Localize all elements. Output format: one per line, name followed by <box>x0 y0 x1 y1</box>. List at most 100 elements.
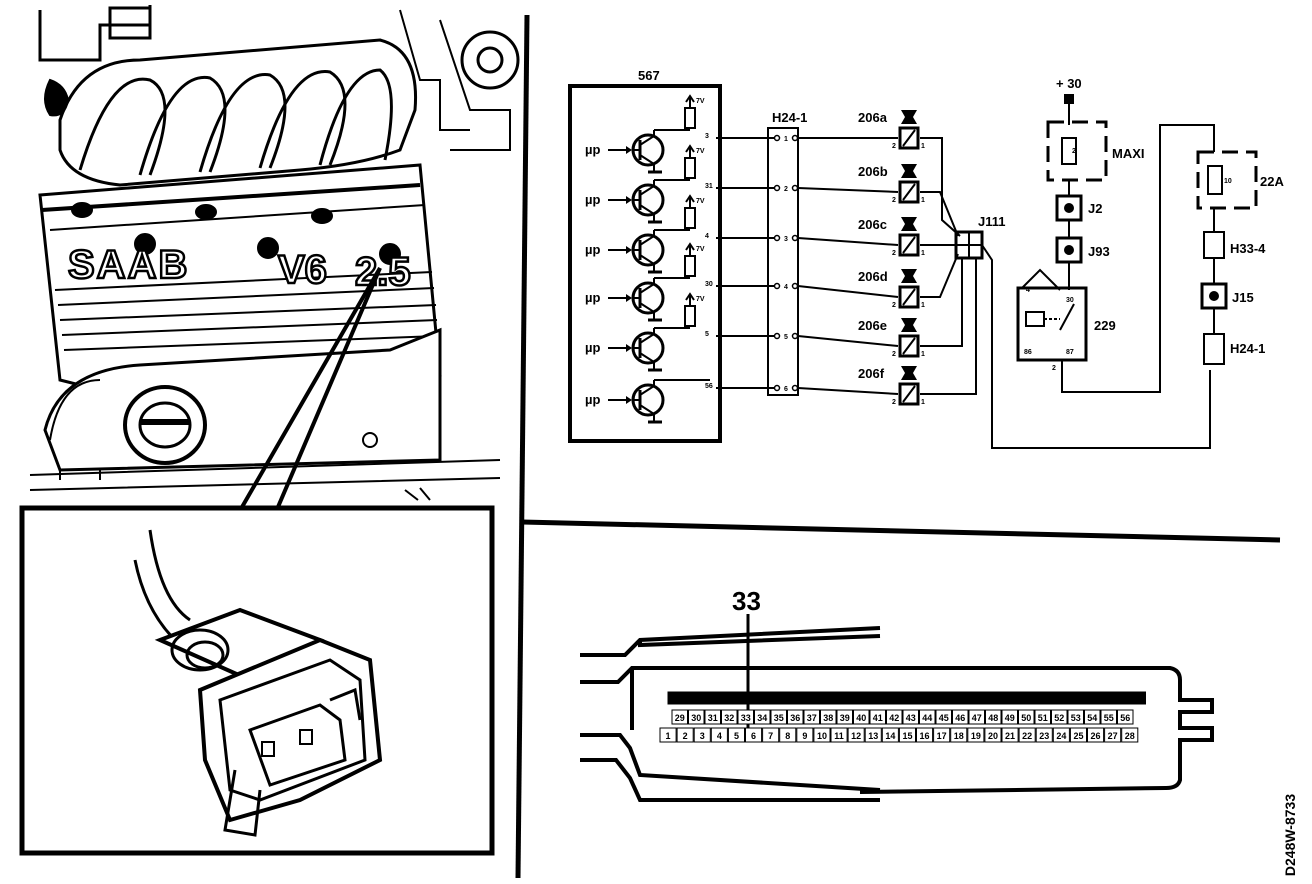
voltage-label: 7V <box>696 98 705 105</box>
pin-cell: 28 <box>667 691 684 705</box>
pin-label: 19 <box>971 731 981 741</box>
pin-cell: 39 <box>836 709 853 725</box>
pin-cell: 46 <box>964 691 981 705</box>
pin-label: 40 <box>856 713 866 723</box>
transistor-label: µp <box>585 392 600 407</box>
pin-cell: 47 <box>981 691 998 705</box>
injector-coil <box>898 334 920 358</box>
pin-label: 38 <box>823 713 833 723</box>
injector-pin-label: 2 <box>892 143 896 150</box>
connector-pin: 5 <box>773 332 799 341</box>
pullup-resistor <box>684 305 696 327</box>
pin-cell: 22 <box>1018 727 1036 743</box>
connector-pin-label: 5 <box>784 334 788 341</box>
pin-label: 32 <box>737 693 747 703</box>
injector-label: 206c <box>858 217 887 232</box>
fuse-22a-label: 22A <box>1260 174 1284 189</box>
pin-label: 53 <box>1083 693 1093 703</box>
pin-cell: 45 <box>935 709 952 725</box>
pin-label: 47 <box>972 713 982 723</box>
pin-cell: 41 <box>869 709 886 725</box>
pin-label: 41 <box>885 693 895 703</box>
pin-cell: 37 <box>816 691 833 705</box>
transistor-label: µp <box>585 242 600 257</box>
panel-dividers <box>515 14 1281 879</box>
pin-label: 28 <box>1125 731 1135 741</box>
pin-cell: 6 <box>745 727 763 743</box>
pin-label: 1 <box>666 731 671 741</box>
injector-label: 206d <box>858 269 888 284</box>
pin-label: 24 <box>1056 731 1066 741</box>
pin-cell: 38 <box>832 691 849 705</box>
pin-label: 10 <box>817 731 827 741</box>
pin-label: 6 <box>751 731 756 741</box>
pin-cell: 11 <box>830 727 848 743</box>
pin-cell: 9 <box>796 727 814 743</box>
pin-label: 26 <box>1091 731 1101 741</box>
pin-cell: 25 <box>1069 727 1088 743</box>
connector-pin: 1 <box>773 134 799 143</box>
pin-label: 31 <box>708 713 718 723</box>
injector-coil <box>898 382 920 406</box>
engine-size-text: 2.5 <box>355 250 411 294</box>
transistor-label: µp <box>585 290 600 305</box>
maxi-label: MAXI <box>1112 146 1145 161</box>
pin-label: 43 <box>918 693 928 703</box>
injector-label: 206e <box>858 318 887 333</box>
pin-label: 12 <box>851 731 861 741</box>
injector-feed-wire <box>797 237 899 246</box>
pin-label: 37 <box>819 693 829 703</box>
pin-label: 52 <box>1054 713 1064 723</box>
transistor-label: µp <box>585 340 600 355</box>
pin-label: 39 <box>840 713 850 723</box>
pin-label: 41 <box>873 713 883 723</box>
injector-feed-wire <box>797 335 899 347</box>
ecu-pin-label: 3 <box>705 133 709 140</box>
connector-pin-label: 1 <box>784 136 788 143</box>
ecu-label: 567 <box>638 68 660 83</box>
injector-pin-label: 1 <box>921 302 925 309</box>
pin-cell: 29 <box>671 709 688 725</box>
injector-pin-label: 1 <box>921 250 925 257</box>
pin-cell: 50 <box>1018 709 1035 725</box>
pin-cell: 4 <box>710 727 728 743</box>
pin-label: 48 <box>1001 693 1011 703</box>
pin-label: 13 <box>868 731 878 741</box>
connector-title: 33 <box>732 586 761 616</box>
pin-cell: 30 <box>700 691 717 705</box>
pin-cell: 50 <box>1030 691 1047 705</box>
pin-cell: 21 <box>1001 727 1019 743</box>
relay-pin-label: 30 <box>1066 297 1074 304</box>
pin-cell: 46 <box>952 709 969 725</box>
pin-cell: 33 <box>750 691 767 705</box>
pin-cell: 56 <box>1117 709 1134 725</box>
pin-cell: 39 <box>849 691 866 705</box>
pullup-resistor <box>684 207 696 229</box>
pin-cell: 35 <box>783 691 800 705</box>
pin-cell: 55 <box>1100 709 1117 725</box>
pin-cell: 55 <box>1113 691 1130 705</box>
pin-label: 51 <box>1038 713 1048 723</box>
pin-cell: 34 <box>766 691 783 705</box>
pin-cell: 32 <box>733 691 750 705</box>
pin-label: 42 <box>889 713 899 723</box>
pin-cell: 42 <box>898 691 915 705</box>
pin-label: 36 <box>803 693 813 703</box>
pin-label: 53 <box>1071 713 1081 723</box>
pin-cell: 43 <box>915 691 932 705</box>
pin-label: 38 <box>836 693 846 703</box>
pin-cell: 15 <box>898 727 917 743</box>
pin-label: 43 <box>906 713 916 723</box>
relay-wires <box>1061 124 1215 393</box>
engine-brand-text: SAAB <box>68 243 189 287</box>
supply-terminal <box>1064 94 1074 104</box>
pin-cell: 34 <box>754 709 771 725</box>
pin-cell: 53 <box>1080 691 1097 705</box>
